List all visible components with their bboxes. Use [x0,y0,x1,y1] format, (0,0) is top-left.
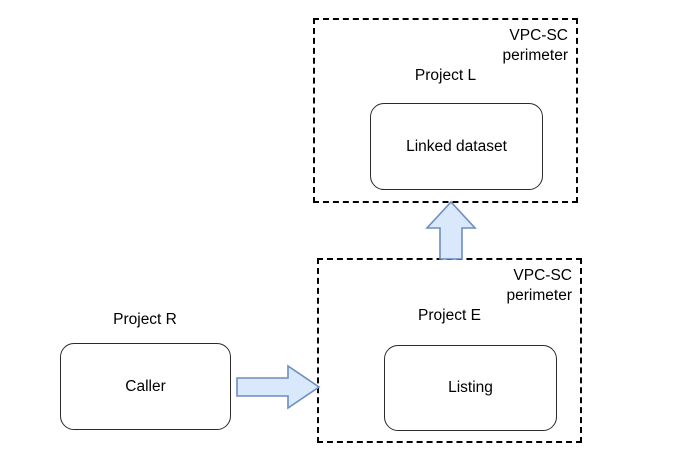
perimeter-caption-line1: VPC-SC [513,267,572,284]
node-caller[interactable]: Caller [60,343,231,430]
node-listing[interactable]: Listing [384,345,557,431]
project-label-l: Project L [414,67,477,84]
node-linked-dataset[interactable]: Linked dataset [370,103,543,190]
node-listing-label: Listing [448,379,493,396]
project-label-e: Project E [418,307,481,324]
arrow-caller-to-listing-icon [236,364,321,410]
perimeter-caption-line1: VPC-SC [509,27,568,44]
node-linked-dataset-label: Linked dataset [406,137,507,155]
vpc-sc-perimeter-project-l: VPC-SC perimeter Project L [313,18,578,203]
perimeter-caption-project-e: VPC-SC perimeter [507,266,572,306]
arrow-listing-to-linked-dataset-icon [425,200,477,260]
node-caller-label: Caller [125,377,166,395]
project-label-r: Project R [113,311,177,328]
perimeter-caption-line2: perimeter [506,287,572,304]
perimeter-caption-project-l: VPC-SC perimeter [503,26,568,66]
perimeter-caption-line2: perimeter [502,47,568,64]
